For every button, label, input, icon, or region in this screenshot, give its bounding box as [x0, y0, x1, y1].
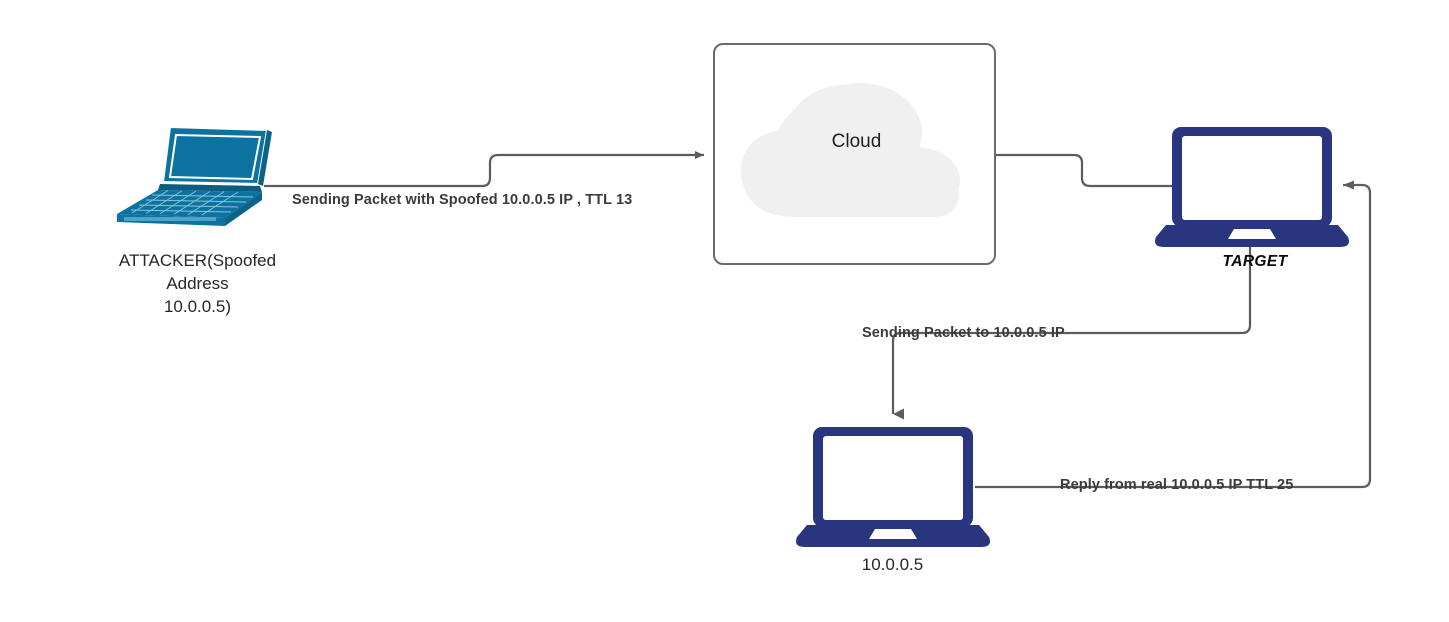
- node-victim[interactable]: [793, 425, 993, 549]
- target-label: TARGET: [1222, 253, 1288, 270]
- cloud-label: Cloud: [831, 131, 882, 152]
- edge-attacker-to-cloud: [264, 151, 704, 188]
- victim-label: 10.0.0.5: [861, 555, 924, 574]
- node-target[interactable]: [1152, 125, 1352, 249]
- edge-label-attacker-to-cloud: Sending Packet with Spoofed 10.0.0.5 IP …: [292, 192, 633, 208]
- node-cloud[interactable]: Cloud: [713, 43, 996, 265]
- laptop-front-icon: [1155, 127, 1349, 247]
- edge-cloud-to-target: [996, 153, 1172, 188]
- edge-label-target-to-victim: Sending Packet to 10.0.0.5 IP: [862, 325, 1065, 341]
- edge-victim-to-target: [975, 180, 1372, 489]
- edge-label-victim-to-target: Reply from real 10.0.0.5 IP TTL 25: [1060, 477, 1294, 493]
- laptop-front-icon: [796, 427, 990, 547]
- cloud-icon: [740, 83, 960, 217]
- attacker-label: ATTACKER(Spoofed Address 10.0.0.5): [118, 251, 277, 316]
- laptop-isometric-icon: [117, 125, 272, 226]
- node-attacker[interactable]: [110, 122, 275, 227]
- edge-target-to-victim: [891, 243, 1252, 420]
